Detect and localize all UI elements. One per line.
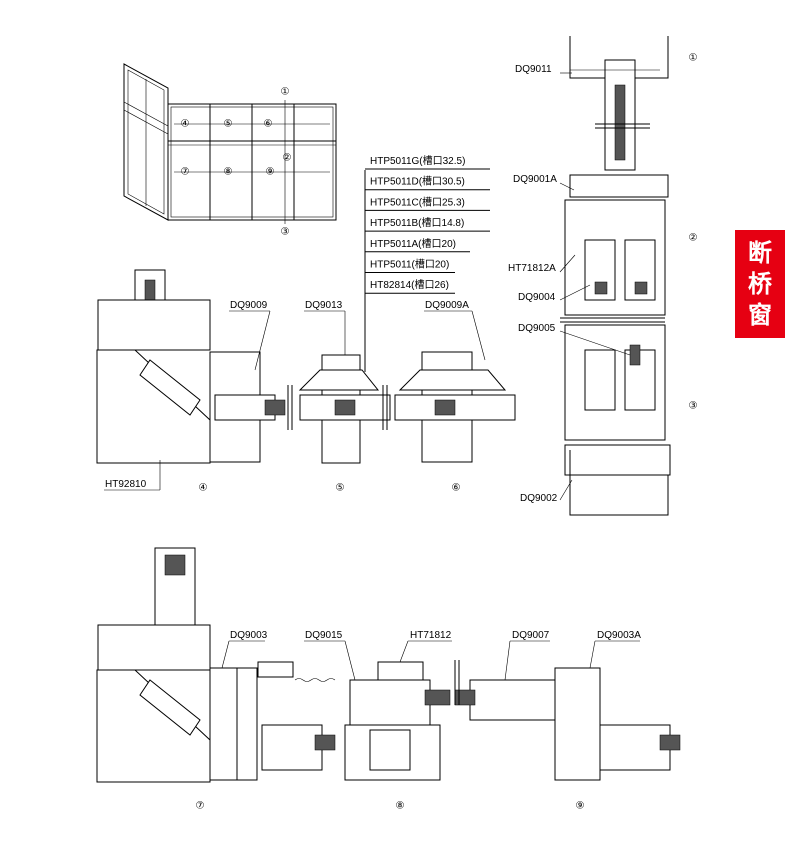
svg-text:DQ9009: DQ9009 — [230, 300, 268, 311]
series-label: HTP5011D(槽口30.5) — [370, 175, 465, 188]
svg-text:②: ② — [689, 233, 698, 244]
svg-text:HT92810: HT92810 — [105, 479, 147, 490]
svg-text:⑧: ⑧ — [224, 167, 233, 178]
category-badge: 断 桥 窗 — [735, 230, 785, 338]
svg-text:DQ9004: DQ9004 — [518, 292, 556, 303]
series-label: HTP5011C(槽口25.3) — [370, 195, 465, 208]
svg-text:DQ9003: DQ9003 — [230, 630, 268, 641]
series-label: HTP5011B(槽口14.8) — [370, 216, 464, 229]
badge-char: 断 — [748, 239, 772, 267]
svg-text:⑥: ⑥ — [264, 119, 273, 130]
svg-text:DQ9011: DQ9011 — [515, 64, 552, 75]
svg-text:HT71812: HT71812 — [410, 630, 452, 641]
svg-text:⑦: ⑦ — [196, 801, 205, 812]
series-list: HTP5011G(槽口32.5) HTP5011D(槽口30.5) HTP5011C… — [364, 154, 490, 372]
badge-char: 桥 — [748, 270, 772, 298]
svg-text:DQ9007: DQ9007 — [512, 630, 550, 641]
series-label: HT82814(槽口26) — [370, 278, 449, 291]
svg-text:①: ① — [281, 87, 290, 98]
svg-text:DQ9002: DQ9002 — [520, 493, 558, 504]
svg-text:DQ9001A: DQ9001A — [513, 174, 557, 185]
svg-text:⑨: ⑨ — [266, 167, 275, 178]
svg-text:⑧: ⑧ — [396, 801, 405, 812]
horizontal-section-789: DQ9003 DQ9015 HT71812 DQ9007 DQ9003A ⑦ ⑧… — [96, 547, 681, 812]
svg-text:DQ9009A: DQ9009A — [425, 300, 469, 311]
svg-text:②: ② — [283, 153, 292, 164]
svg-text:③: ③ — [689, 401, 698, 412]
window-elevation: ① ④ ⑤ ⑥ ② ⑦ ⑧ ⑨ ③ — [123, 63, 337, 238]
svg-text:⑨: ⑨ — [576, 801, 585, 812]
svg-text:DQ9015: DQ9015 — [305, 630, 343, 641]
svg-text:④: ④ — [199, 483, 208, 494]
series-label: HTP5011G(槽口32.5) — [370, 154, 465, 167]
svg-text:⑤: ⑤ — [336, 483, 345, 494]
svg-text:⑤: ⑤ — [224, 119, 233, 130]
svg-text:④: ④ — [181, 119, 190, 130]
vertical-section: DQ9011 DQ9001A HT71812A DQ9004 DQ9005 DQ… — [508, 36, 698, 516]
badge-char: 窗 — [748, 301, 772, 329]
svg-text:⑦: ⑦ — [181, 167, 190, 178]
svg-text:①: ① — [689, 53, 698, 64]
svg-text:DQ9003A: DQ9003A — [597, 630, 641, 641]
series-label: HTP5011A(槽口20) — [370, 237, 456, 250]
svg-text:⑥: ⑥ — [452, 483, 461, 494]
series-label: HTP5011(槽口20) — [370, 258, 449, 271]
horizontal-section-456: DQ9009 DQ9013 DQ9009A HT92810 ④ ⑤ ⑥ — [96, 269, 516, 494]
svg-text:DQ9013: DQ9013 — [305, 300, 343, 311]
svg-text:③: ③ — [281, 227, 290, 238]
svg-text:DQ9005: DQ9005 — [518, 323, 556, 334]
svg-text:HT71812A: HT71812A — [508, 263, 556, 274]
